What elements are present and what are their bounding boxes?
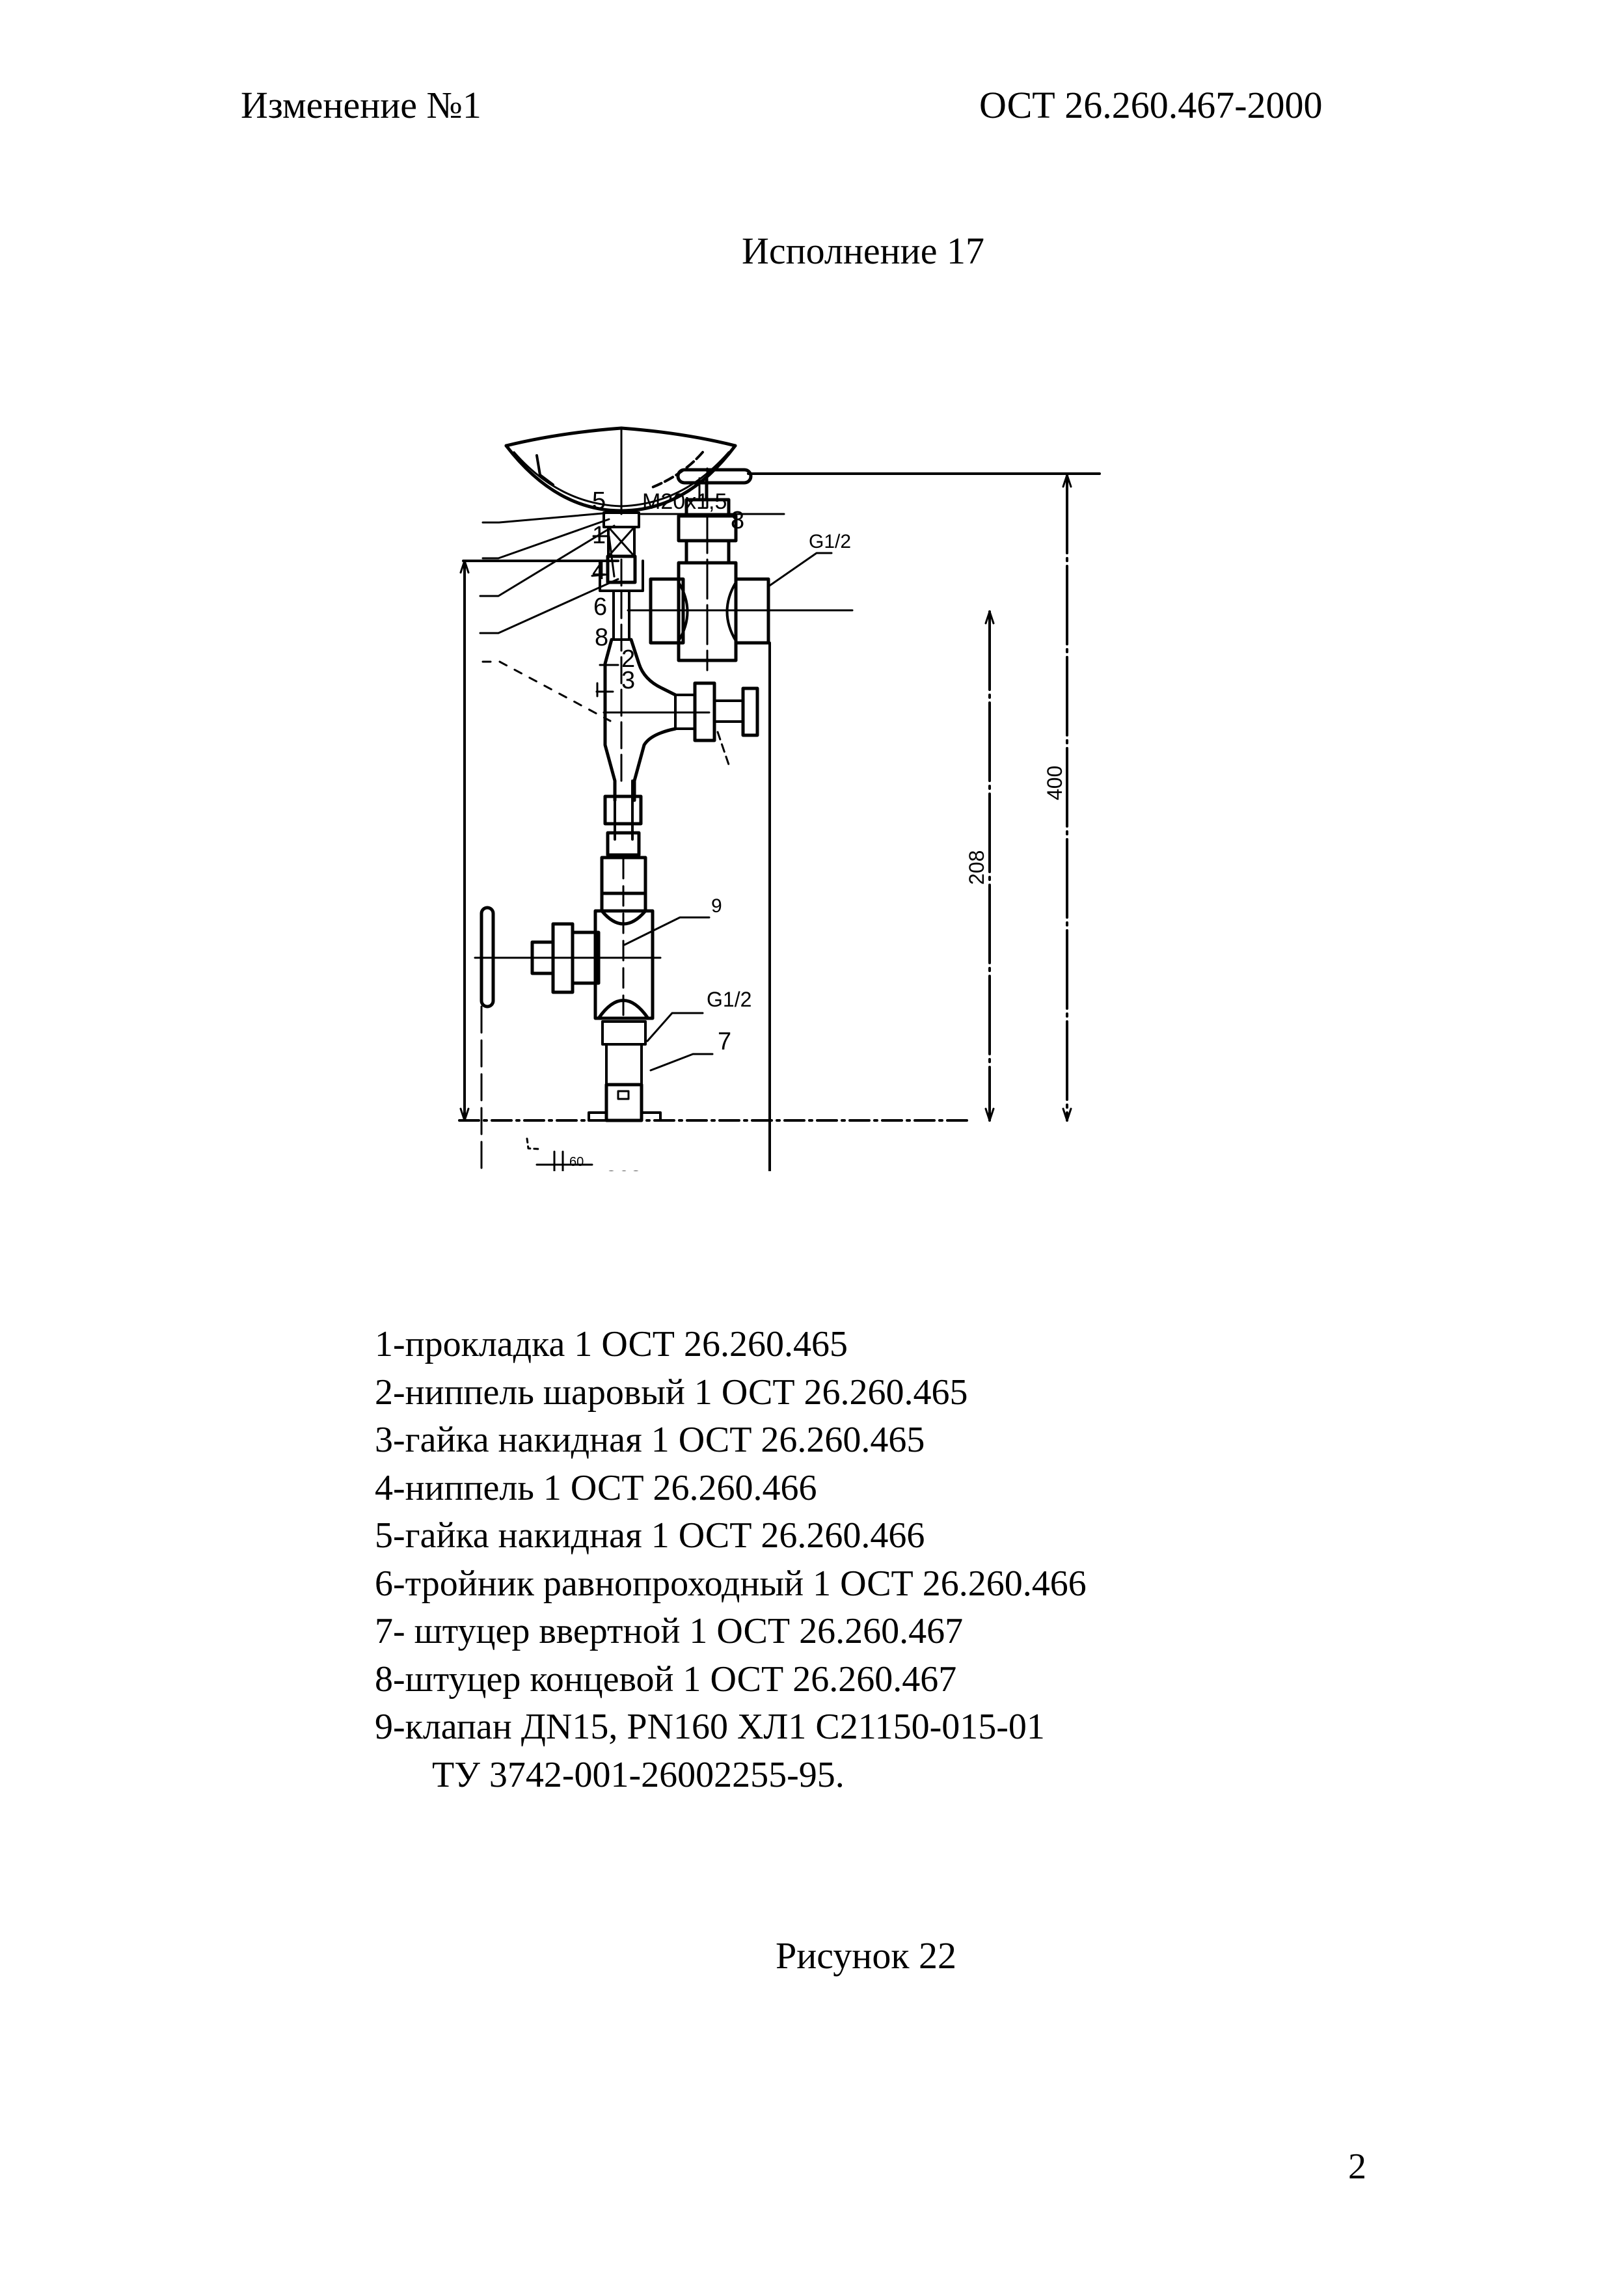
small-dimension-60: 60 xyxy=(569,1155,584,1169)
parts-list-item: 1-прокладка 1 ОСТ 26.260.465 xyxy=(375,1324,848,1364)
callout-5: 5 xyxy=(592,487,606,515)
right-valve-icon xyxy=(627,467,854,671)
callout-8-upper: 8 xyxy=(731,507,744,534)
parts-list-item: 3-гайка накидная 1 ОСТ 26.260.465 xyxy=(375,1420,925,1460)
callout-2: 2 xyxy=(621,645,635,673)
parts-list-item: 6-тройник равнопроходный 1 ОСТ 26.260.46… xyxy=(375,1563,1087,1604)
lower-valve-icon xyxy=(474,856,662,1023)
variant-title: Исполнение 17 xyxy=(742,230,984,272)
end-fitting-8-horizontal xyxy=(741,686,759,737)
parts-list-item: 7- штуцер ввертной 1 ОСТ 26.260.467 xyxy=(375,1611,964,1651)
parts-list-item: 2-ниппель шаровый 1 ОСТ 26.260.465 xyxy=(375,1372,968,1413)
parts-list-item: 4-ниппель 1 ОСТ 26.260.466 xyxy=(375,1467,817,1508)
end-fitting-8-vertical xyxy=(606,831,641,857)
parts-list-item-continuation: ТУ 3742-001-26002255-95. xyxy=(432,1754,845,1795)
parts-list-item: 5-гайка накидная 1 ОСТ 26.260.466 xyxy=(375,1515,925,1556)
width-dimension-363: 363 xyxy=(605,1167,642,1171)
header-standard-code: ОСТ 26.260.467-2000 xyxy=(979,84,1323,126)
thread-label-right-g12: G1/2 xyxy=(809,531,851,552)
header-change-number: Изменение №1 xyxy=(241,84,481,126)
callout-9: 9 xyxy=(711,895,722,917)
callout-6: 6 xyxy=(593,593,607,621)
thread-label-lower-g12: G1/2 xyxy=(707,988,751,1011)
callout-4: 4 xyxy=(592,558,606,585)
callout-1: 1 xyxy=(592,522,606,549)
figure-caption: Рисунок 22 xyxy=(776,1934,956,1977)
height-dimension-400: 400 xyxy=(1043,766,1066,800)
parts-list: 1-прокладка 1 ОСТ 26.260.465 2-ниппель ш… xyxy=(375,1321,1087,1799)
parts-list-item: 9-клапан ДN15, PN160 ХЛ1 С21150-015-01 xyxy=(375,1707,1045,1747)
union-nut-vertical xyxy=(603,794,643,826)
axis-height-dimension-208: 208 xyxy=(965,850,988,885)
callout-7: 7 xyxy=(718,1028,731,1055)
callout-8-lower: 8 xyxy=(595,624,608,651)
callout-3: 3 xyxy=(621,667,635,694)
thread-label-m20: M20x1,5 xyxy=(642,489,727,514)
assembly-drawing: 5 1 4 6 8 8 2 3 9 7 M20x1,5 G1/2 G1/2 36… xyxy=(455,426,1101,1171)
threaded-fitting-7 xyxy=(604,1083,643,1122)
page-number: 2 xyxy=(1348,2147,1366,2187)
height-dimension-h: H xyxy=(455,791,459,806)
parts-list-item: 8-штуцер концевой 1 ОСТ 26.260.467 xyxy=(375,1659,957,1700)
